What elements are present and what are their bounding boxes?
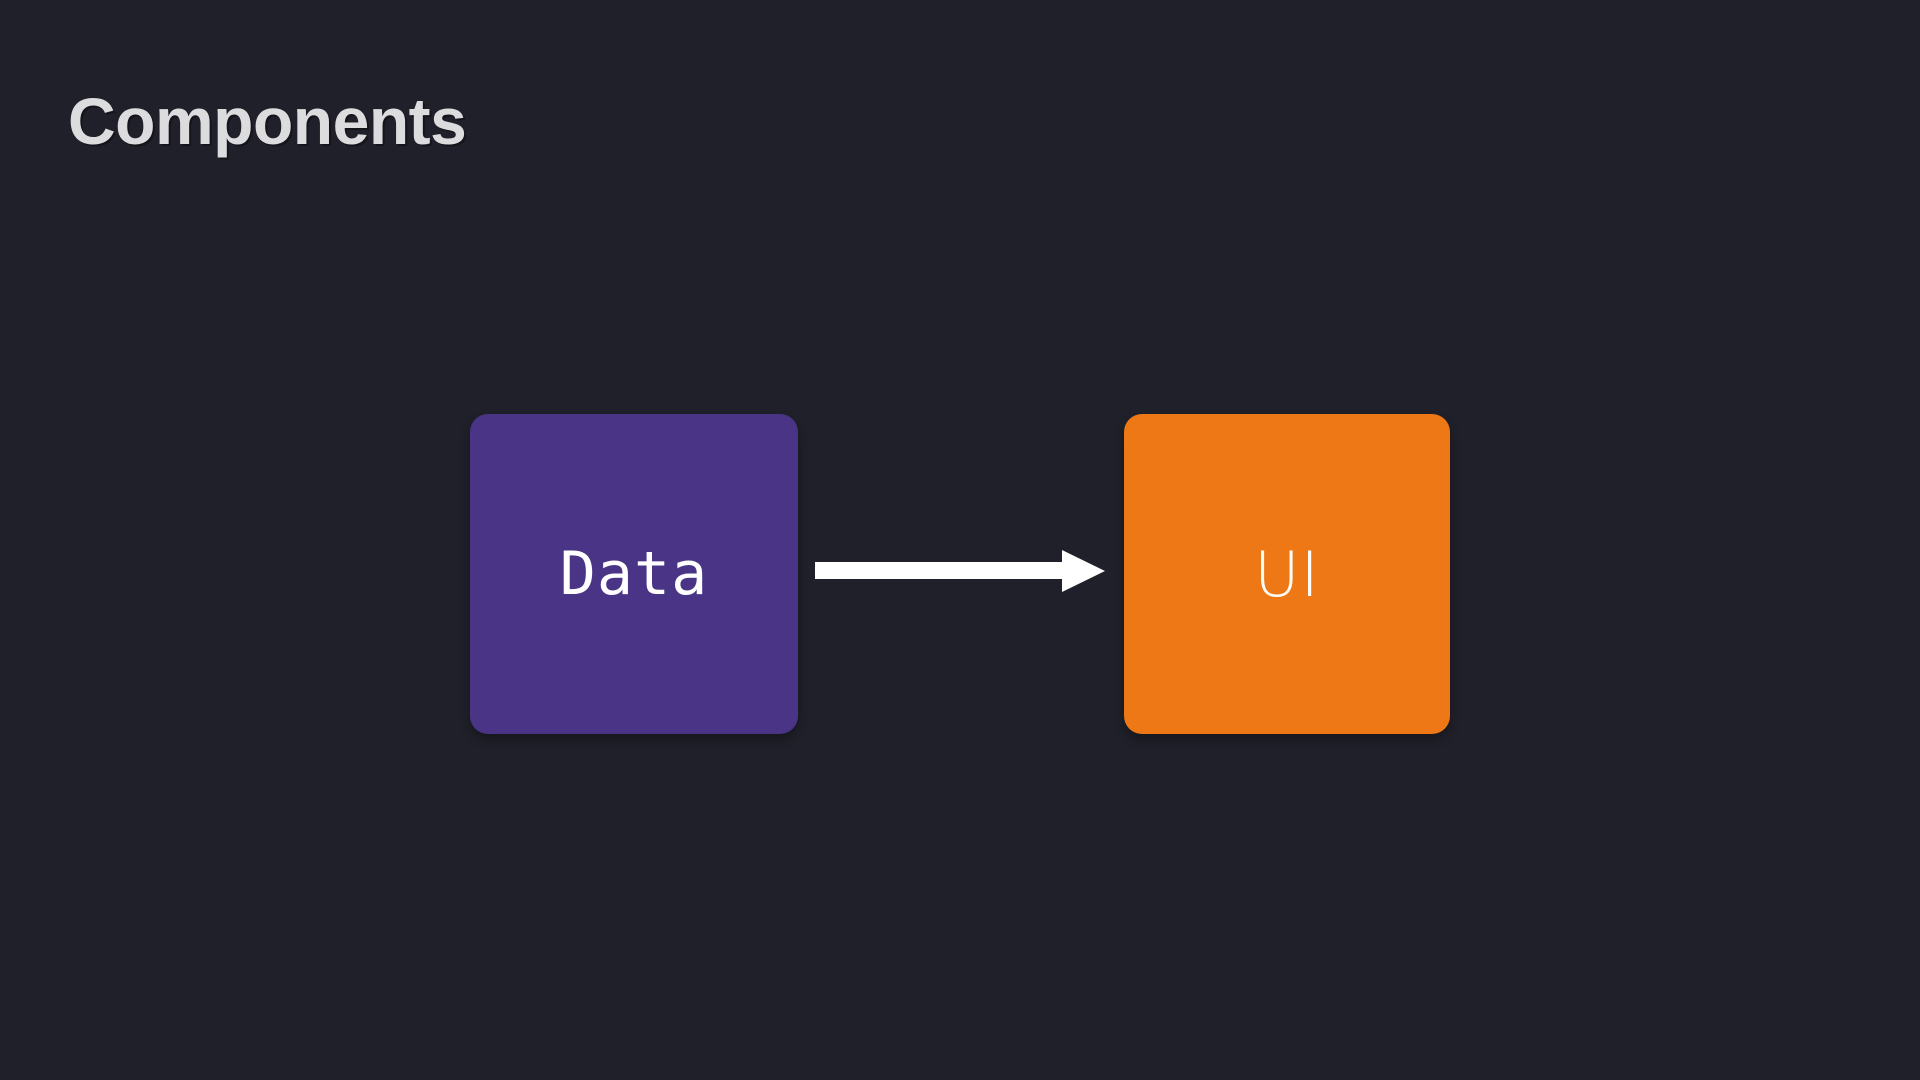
diagram-node-data-label: Data bbox=[559, 539, 709, 609]
diagram-edge-data-to-ui bbox=[815, 550, 1105, 592]
diagram-node-data[interactable]: Data bbox=[470, 414, 798, 734]
arrow-head-icon bbox=[1062, 550, 1105, 592]
diagram-node-ui[interactable]: UI bbox=[1124, 414, 1450, 734]
page-title: Components bbox=[68, 84, 467, 159]
diagram-node-ui-label: UI bbox=[1254, 537, 1320, 611]
arrow-shaft-icon bbox=[815, 562, 1067, 579]
